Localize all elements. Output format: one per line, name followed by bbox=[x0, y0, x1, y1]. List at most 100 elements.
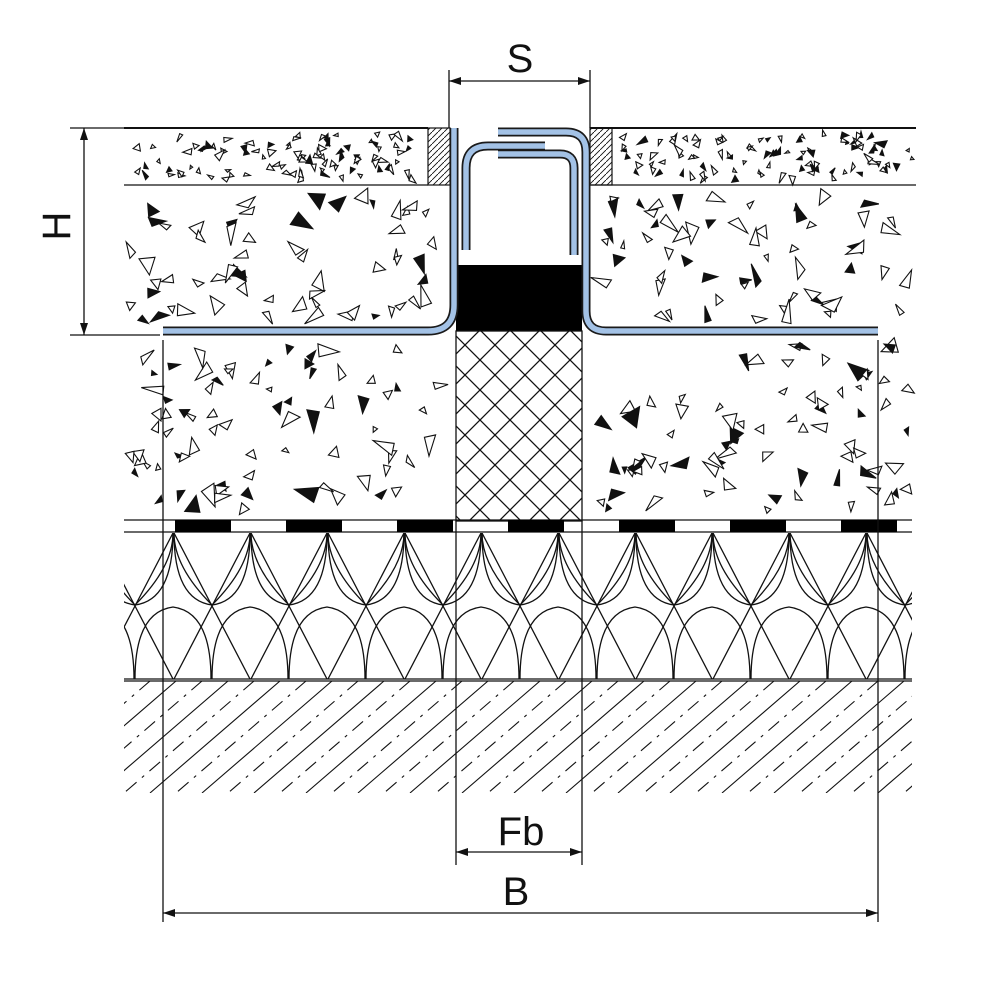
aggregate-chip bbox=[306, 192, 327, 211]
aggregate-chip bbox=[603, 227, 614, 245]
aggregate-chip bbox=[150, 419, 160, 434]
aggregate-chip bbox=[382, 464, 392, 478]
aggregate-chip bbox=[412, 253, 425, 276]
insulation-loop bbox=[442, 606, 520, 679]
screed-chip bbox=[261, 153, 267, 160]
screed-chip bbox=[855, 171, 864, 178]
screed-chip bbox=[316, 146, 323, 157]
insulation-loop bbox=[750, 606, 828, 679]
screed-chip bbox=[904, 147, 910, 153]
screed-chip bbox=[297, 156, 310, 163]
aggregate-chip bbox=[244, 448, 257, 461]
aggregate-chip bbox=[879, 397, 892, 412]
screed-chip bbox=[699, 161, 707, 172]
dimension-label-h: H bbox=[35, 212, 79, 241]
substrate-hatch-line bbox=[124, 681, 177, 727]
aggregate-chip bbox=[167, 362, 183, 371]
screed-chip bbox=[691, 133, 701, 141]
aggregate-chip bbox=[159, 273, 175, 284]
aggregate-chip bbox=[235, 281, 249, 298]
aggregate-chip bbox=[265, 386, 273, 393]
aggregate-chip bbox=[701, 272, 720, 284]
screed-chip bbox=[759, 170, 766, 179]
aggregate-chip bbox=[714, 402, 724, 413]
screed-chip bbox=[850, 161, 856, 174]
aggregate-chip bbox=[217, 418, 234, 431]
screed-chip bbox=[317, 143, 328, 153]
membrane-layer bbox=[124, 519, 912, 533]
screed-chip bbox=[851, 143, 861, 151]
aggregate-chip bbox=[200, 482, 216, 509]
screed-chip bbox=[842, 168, 848, 176]
screed-layer bbox=[124, 127, 916, 187]
screed-chip bbox=[635, 135, 649, 146]
substrate-hatch-line bbox=[877, 762, 912, 793]
aggregate-chip bbox=[292, 486, 320, 504]
screed-chip bbox=[681, 134, 689, 143]
aggregate-chip bbox=[675, 403, 690, 421]
insulation-loop bbox=[635, 533, 713, 606]
screed-chip bbox=[649, 165, 657, 176]
aggregate-chip bbox=[705, 219, 717, 230]
aggregate-chip bbox=[136, 314, 150, 325]
aggregate-chip bbox=[609, 456, 621, 475]
aggregate-chip bbox=[663, 246, 675, 261]
aggregate-chip bbox=[750, 263, 762, 289]
insulation-loop bbox=[827, 606, 905, 679]
screed-chip bbox=[689, 170, 696, 182]
aggregate-chip bbox=[609, 195, 620, 203]
screed-chip bbox=[356, 173, 364, 180]
aggregate-chip bbox=[432, 381, 449, 391]
membrane-pad bbox=[730, 520, 786, 532]
screed-chip bbox=[240, 144, 248, 155]
aggregate-chip bbox=[861, 367, 869, 381]
screed-chip bbox=[141, 169, 150, 181]
substrate-hatch-line bbox=[825, 718, 912, 793]
screed-chip bbox=[742, 160, 748, 166]
aggregate-chip bbox=[178, 409, 191, 419]
aggregate-chip bbox=[789, 243, 800, 254]
aggregate-chip bbox=[232, 249, 250, 259]
aggregate-chip bbox=[224, 263, 239, 284]
aggregate-chip bbox=[721, 412, 738, 432]
aggregate-chip bbox=[308, 289, 326, 301]
aggregate-chip bbox=[612, 253, 627, 268]
aggregate-chip bbox=[306, 409, 320, 435]
aggregate-chip bbox=[242, 231, 257, 244]
aggregate-chip bbox=[204, 380, 215, 396]
aggregate-chip bbox=[394, 301, 408, 312]
screed-chip bbox=[621, 143, 627, 153]
screed-chip bbox=[746, 145, 754, 152]
screed-chip bbox=[856, 143, 865, 152]
screed-chip bbox=[730, 174, 740, 184]
substrate-hatch-line bbox=[435, 681, 567, 793]
aggregate-chip bbox=[672, 193, 684, 212]
insulation-loop bbox=[673, 606, 751, 679]
aggregate-chip bbox=[748, 225, 760, 247]
aggregate-chip bbox=[310, 296, 321, 309]
substrate-hatch-line bbox=[643, 681, 775, 793]
aggregate-chip bbox=[650, 218, 659, 229]
aggregate-chip bbox=[645, 495, 664, 512]
aggregate-chip bbox=[394, 381, 402, 392]
expansion-profile bbox=[163, 127, 878, 336]
aggregate-chip bbox=[264, 358, 273, 367]
screed-chips-left bbox=[131, 130, 418, 185]
dimension-s: S bbox=[448, 37, 591, 128]
substrate-hatch-line bbox=[331, 681, 463, 793]
screed-chip bbox=[338, 174, 345, 183]
aggregate-chip bbox=[125, 301, 137, 312]
aggregate-chip bbox=[707, 451, 725, 470]
aggregate-chip bbox=[750, 314, 769, 325]
aggregate-chip bbox=[604, 502, 613, 513]
dimension-fb: Fb bbox=[455, 520, 583, 865]
screed-chip bbox=[143, 161, 150, 170]
screed-chip bbox=[285, 142, 292, 151]
aggregate-chip bbox=[280, 410, 302, 429]
substrate-hatch-line bbox=[617, 681, 749, 793]
aggregate-chip bbox=[767, 494, 783, 505]
substrate-hatch-line bbox=[565, 681, 697, 793]
aggregate-chip bbox=[317, 342, 342, 358]
dimension-b: B bbox=[162, 340, 879, 922]
screed-chip bbox=[654, 168, 664, 178]
